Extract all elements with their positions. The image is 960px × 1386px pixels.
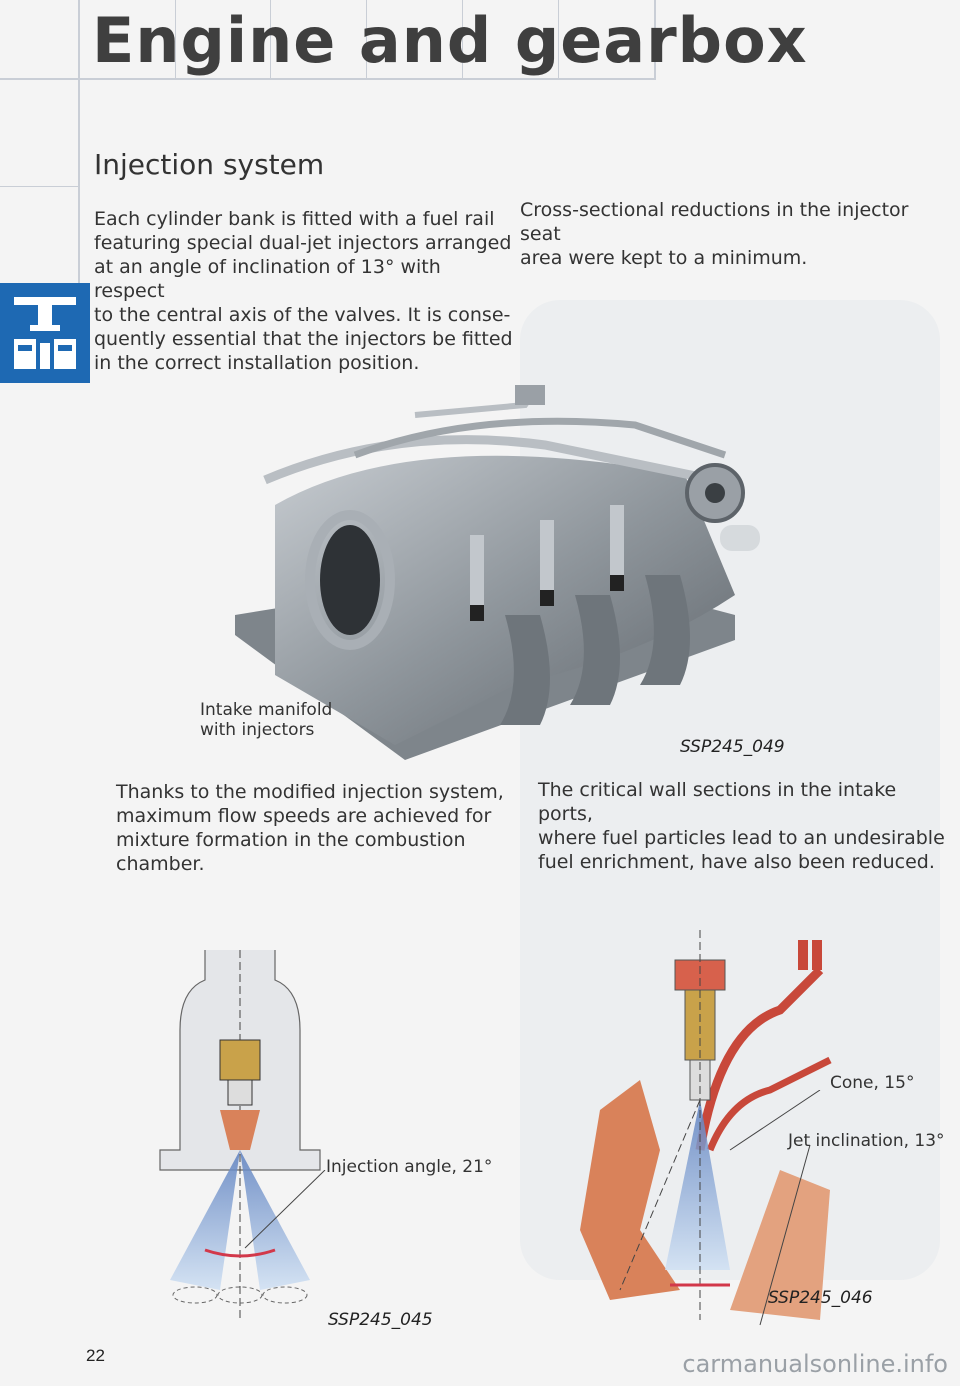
jet-inclination-label: Jet inclination, 13° [788, 1131, 945, 1151]
page-title: Engine and gearbox [92, 4, 808, 77]
text-line: chamber. [116, 853, 205, 875]
text-line: in the correct installation position. [94, 352, 420, 374]
page-number: 22 [86, 1346, 105, 1365]
injection-angle-label: Injection angle, 21° [326, 1157, 493, 1177]
text-line: fuel enrichment, have also been reduced. [538, 851, 935, 873]
header-grid-line [0, 186, 80, 187]
text-line: at an angle of inclination of 13° with r… [94, 256, 441, 302]
leader-line [244, 1170, 326, 1249]
header-grid-line [654, 0, 656, 80]
header-grid-line [175, 0, 176, 80]
header-grid-line [558, 0, 559, 80]
injection-angle-diagram [159, 950, 321, 1320]
text-line: Cross-sectional reductions in the inject… [520, 199, 909, 245]
text-line: mixture formation in the combustion [116, 829, 466, 851]
chapter-tab-icon [0, 283, 90, 383]
manifold-label: Intake manifold with injectors [200, 700, 332, 740]
paragraph-fuel-rail: Each cylinder bank is fitted with a fuel… [94, 207, 514, 375]
intake-manifold-figure [235, 385, 760, 760]
section-title: Injection system [94, 148, 325, 181]
watermark: carmanualsonline.info [682, 1350, 948, 1378]
header-grid-line [78, 0, 80, 380]
figure-code-046: SSP245_046 [768, 1288, 873, 1308]
paragraph-wall-sections: The critical wall sections in the intake… [538, 778, 948, 874]
figure-code-049: SSP245_049 [680, 737, 785, 757]
text-line: where fuel particles lead to an undesira… [538, 827, 945, 849]
jet-inclination-diagram [580, 930, 832, 1320]
text-line: The critical wall sections in the intake… [538, 779, 897, 825]
figure-code-045: SSP245_045 [328, 1310, 433, 1330]
header-grid-line [0, 78, 655, 80]
text-line: maximum flow speeds are achieved for [116, 805, 492, 827]
text-line: to the central axis of the valves. It is… [94, 304, 511, 326]
text-line: Thanks to the modified injection system, [116, 781, 504, 803]
engine-pictogram-icon [14, 297, 76, 369]
text-line: featuring special dual-jet injectors arr… [94, 232, 512, 254]
caption-line: with injectors [200, 720, 315, 740]
leader-line [729, 1090, 821, 1326]
cone-label: Cone, 15° [830, 1073, 915, 1093]
text-line: Each cylinder bank is fitted with a fuel… [94, 208, 495, 230]
header-grid-line [462, 0, 463, 80]
paragraph-flow-speeds: Thanks to the modified injection system,… [116, 780, 516, 876]
text-line: quently essential that the injectors be … [94, 328, 513, 350]
caption-line: Intake manifold [200, 700, 333, 720]
header-grid-line [270, 0, 271, 80]
header-grid-line [366, 0, 367, 80]
text-line: area were kept to a minimum. [520, 247, 808, 269]
paragraph-cross-section: Cross-sectional reductions in the inject… [520, 198, 945, 270]
